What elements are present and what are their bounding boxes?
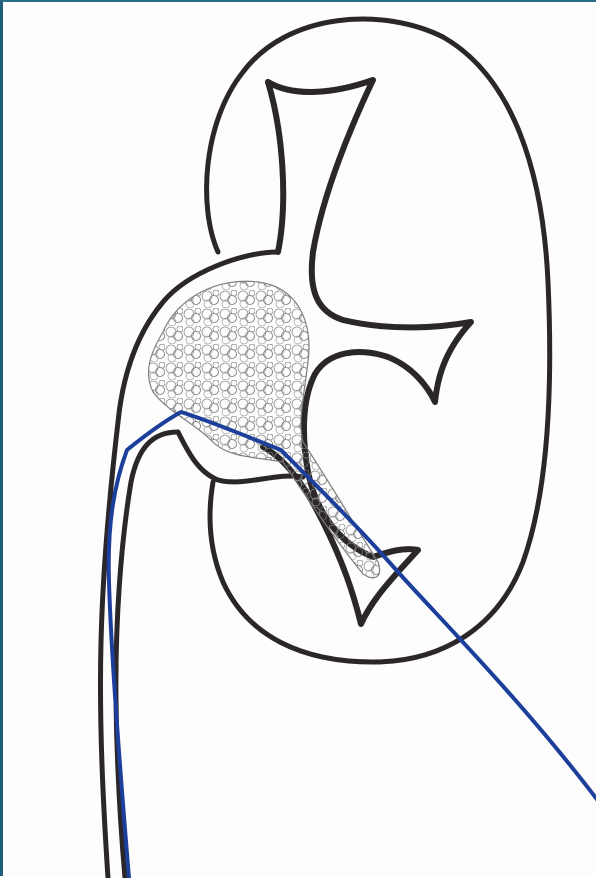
upper-calyx-neck bbox=[268, 82, 283, 252]
guidewire bbox=[109, 412, 596, 878]
kidney-diagram bbox=[3, 2, 596, 878]
renal-pelvis-mass bbox=[148, 281, 379, 578]
